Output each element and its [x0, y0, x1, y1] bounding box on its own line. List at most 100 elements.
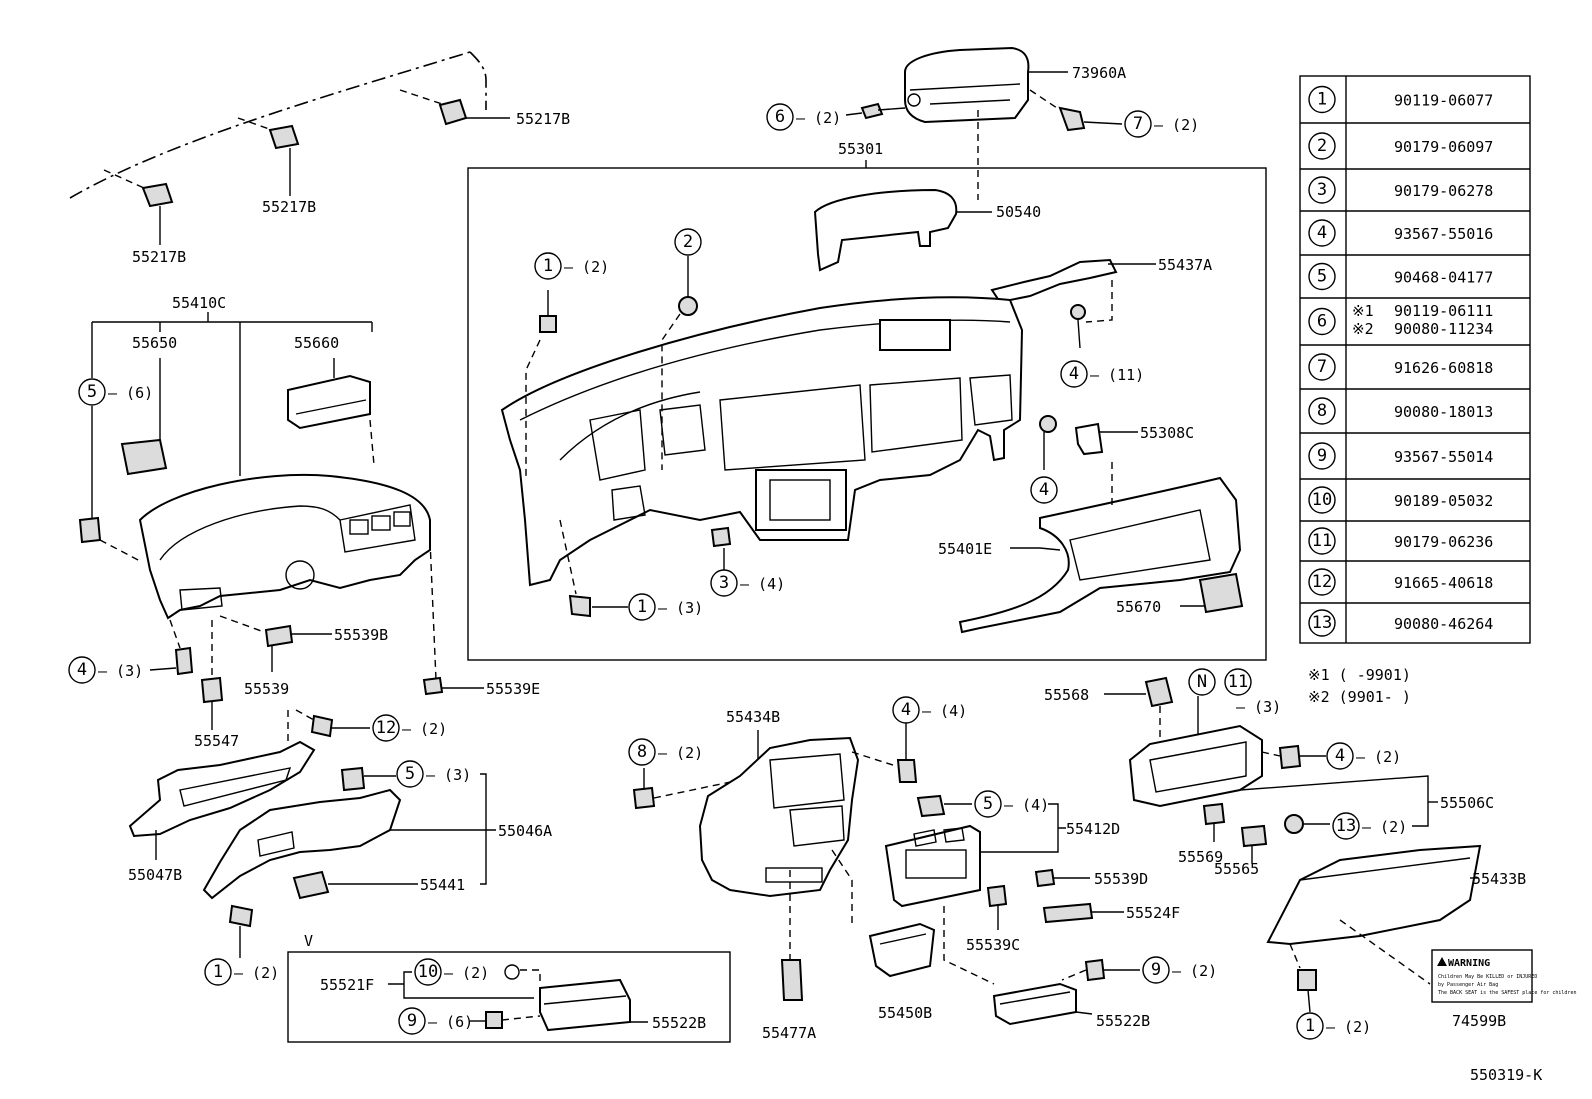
svg-text:1: 1 — [637, 597, 647, 617]
table-part-number: 93567-55016 — [1394, 225, 1493, 243]
callout-4c: 4 – (3) — [68, 656, 143, 684]
clip-55539B — [219, 615, 332, 672]
label-55547: 55547 — [194, 732, 239, 750]
table-part-number: 91626-60818 — [1394, 359, 1493, 377]
table-number-circle — [1308, 609, 1336, 637]
bolt-6 — [845, 102, 906, 120]
callout-4a: 4 – (11) — [1060, 360, 1144, 388]
label-55410C: 55410C — [172, 294, 226, 312]
clip-2 — [661, 256, 698, 470]
switch-55650 — [120, 358, 168, 476]
svg-text:4: 4 — [1335, 746, 1345, 766]
label-55477A: 55477A — [762, 1024, 816, 1042]
label-55539E: 55539E — [486, 680, 540, 698]
svg-text:– (4): – (4) — [740, 575, 785, 593]
table-number: 13 — [1312, 613, 1332, 633]
clip-55539D — [1034, 868, 1090, 888]
table-part-number: 90080-11234 — [1394, 320, 1493, 338]
callout-13: 13 – (2) — [1332, 812, 1407, 840]
clip-4e — [1261, 744, 1326, 770]
svg-text:– (2): – (2) — [1154, 116, 1199, 134]
svg-text:– (3): – (3) — [658, 599, 703, 617]
svg-text:– (3): – (3) — [426, 766, 471, 784]
svg-text:– (2): – (2) — [796, 109, 841, 127]
clip-13 — [1284, 814, 1330, 834]
table-number-circle — [1308, 442, 1336, 470]
table-part-number: 90468-04177 — [1394, 269, 1493, 287]
table-number: 7 — [1317, 357, 1327, 377]
clip-4c — [149, 619, 194, 676]
trim-55401E — [958, 462, 1242, 634]
callout-10: 10 – (2) — [414, 958, 489, 986]
callout-1c: 1 – (2) — [204, 958, 279, 986]
label-55506C: 55506C — [1440, 794, 1494, 812]
table-number: 5 — [1317, 267, 1327, 287]
clip-4a — [1070, 304, 1086, 349]
table-number-circle — [1308, 568, 1336, 596]
callout-9b: 9 – (2) — [1142, 956, 1217, 984]
table-part-number: 90080-18013 — [1394, 403, 1493, 421]
label-55450B: 55450B — [878, 1004, 932, 1022]
svg-text:13: 13 — [1336, 816, 1356, 836]
lower-panel-55047B — [128, 740, 316, 860]
callout-4b: 4 — [1030, 476, 1058, 504]
label-v: V — [304, 932, 313, 950]
stopper-55565 — [1240, 824, 1268, 864]
table-number-circle — [1308, 262, 1336, 291]
cover-50540 — [813, 188, 992, 272]
svg-text:5: 5 — [405, 764, 415, 784]
clip-55524F — [1042, 902, 1124, 924]
svg-text:9: 9 — [407, 1011, 417, 1031]
knee-panel-55046A — [202, 788, 486, 900]
svg-text:– (4): – (4) — [1004, 796, 1049, 814]
instrument-panel-55301 — [500, 296, 1024, 587]
clip-10 — [504, 964, 541, 984]
note-2: ※2 (9901- ) — [1308, 688, 1411, 706]
label-55670: 55670 — [1116, 598, 1161, 616]
label-55539: 55539 — [244, 680, 289, 698]
callout-n: N — [1188, 668, 1216, 696]
label-55217B-b: 55217B — [262, 198, 316, 216]
table-part-number: 90189-05032 — [1394, 492, 1493, 510]
callout-5b: 5 – (3) — [396, 760, 471, 788]
table-number: 10 — [1312, 490, 1332, 510]
table-number-circle — [1308, 307, 1336, 336]
screw-12 — [287, 709, 370, 742]
label-55521F: 55521F — [320, 976, 374, 994]
svg-text:– (3): – (3) — [98, 662, 143, 680]
table-number: 6 — [1317, 312, 1327, 332]
svg-text:8: 8 — [637, 742, 647, 762]
callout-6: 6 – (2) — [766, 103, 841, 131]
label-55522B-a: 55522B — [652, 1014, 706, 1032]
label-55308C: 55308C — [1140, 424, 1194, 442]
table-number-circle — [1308, 486, 1336, 514]
cluster-panel-55410C — [138, 473, 437, 681]
label-55441: 55441 — [420, 876, 465, 894]
svg-text:7: 7 — [1133, 114, 1143, 134]
svg-text:6: 6 — [775, 107, 785, 127]
label-55565: 55565 — [1214, 860, 1259, 878]
svg-text:Children May Be KILLED or INJU: Children May Be KILLED or INJURED — [1438, 974, 1537, 980]
label-55660: 55660 — [294, 334, 339, 352]
note-1: ※1 ( -9901) — [1308, 666, 1411, 684]
table-number-circle — [1308, 527, 1336, 555]
svg-text:– (2): – (2) — [564, 258, 609, 276]
table-number-circle — [1308, 132, 1336, 160]
table-sub-mark: ※2 — [1352, 320, 1374, 338]
callout-7: 7 – (2) — [1124, 110, 1199, 138]
table-row: 5 90468-04177 — [1300, 254, 1530, 298]
callout-8: 8 – (2) — [628, 738, 703, 766]
table-number: 8 — [1317, 401, 1327, 421]
svg-text:1: 1 — [213, 962, 223, 982]
screw-1c — [228, 904, 254, 958]
svg-text:– (2): – (2) — [444, 964, 489, 982]
clip-55477A — [780, 959, 804, 1001]
screw-9a — [470, 1011, 541, 1029]
callout-1b: 1 – (3) — [628, 593, 703, 621]
table-number: 4 — [1317, 223, 1327, 243]
screw-1a — [525, 290, 557, 480]
